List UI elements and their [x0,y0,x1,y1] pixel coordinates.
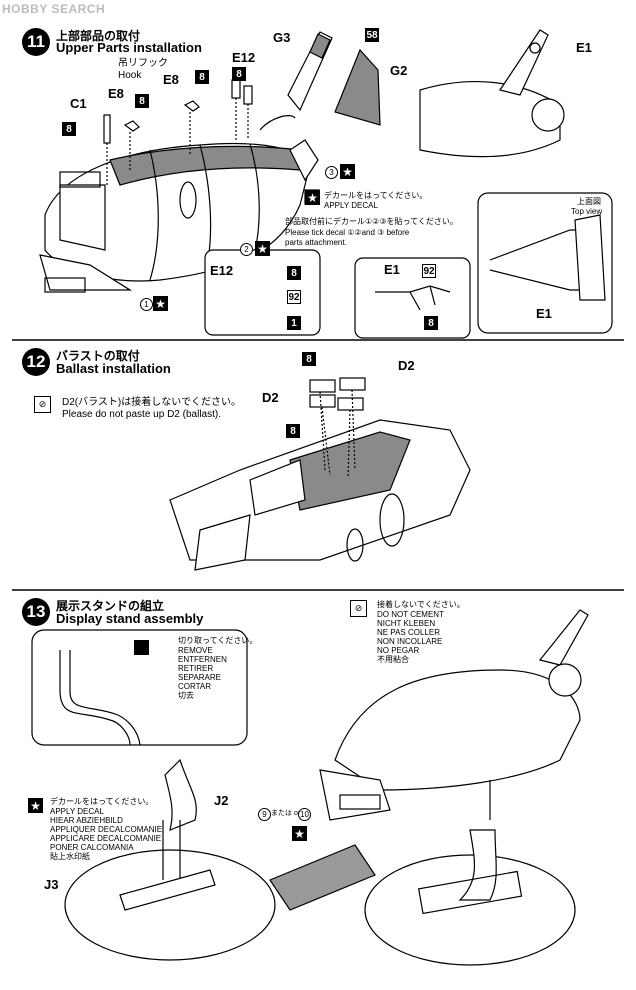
step-number-13: 13 [22,598,50,626]
nocement-lang-2: NE PAS COLLER [377,628,440,637]
decal-callout-1: 1 [140,298,153,311]
nocement-lang-3: NON INCOLLARE [377,637,443,646]
part-label-d2-right: D2 [398,358,415,373]
part-label-e12-top: E12 [232,50,256,65]
part-label-e12-box: E12 [210,263,234,278]
part-label-e1-top: E1 [576,40,592,55]
nocement-jp: 接着しないでください。 [377,600,465,609]
paint-92-e12-box: 92 [287,290,301,304]
ballast-note-jp: D2(バラスト)は接着しないでください。 [62,397,241,408]
decal13-lang-4: PONER CALCOMANIA [50,843,134,852]
cut-note-lang-5: 切去 [178,691,194,700]
hook-label-jp: 吊リフック [118,58,168,69]
paint-8-ballast-left: 8 [286,424,300,438]
step-title-en-11: Upper Parts installation [56,40,202,55]
cut-icon [134,640,149,655]
decal13-lang-2: APPLIQUER DECALCOMANIE [50,825,163,834]
no-cement-icon: ⊘ [350,600,367,617]
tick-note-jp: 部品取付前にデカール①②③を貼ってください。 [285,217,458,226]
paint-1-e12-box: 1 [287,316,301,330]
decal-callout-3: 3 [325,166,338,179]
step-number-11: 11 [22,28,50,56]
step-title-jp-13: 展示スタンドの組立 [56,599,165,613]
cut-note-lang-2: RETIRER [178,664,214,673]
decal13-jp: デカールをはってください。 [50,797,154,806]
paint-8-e8-hook: 8 [135,94,149,108]
nocement-lang-5: 不用粘合 [377,655,409,664]
nocement-lang-0: DO NOT CEMENT [377,610,444,619]
decal-star-step13: ★ [28,798,43,813]
decal13-lang-0: APPLY DECAL [50,807,104,816]
decal-note-jp: デカールをはってください。 [324,191,428,200]
decal-star-choice: ★ [292,826,307,841]
no-glue-icon: ⊘ [34,396,51,413]
nocement-lang-1: NICHT KLEBEN [377,619,436,628]
decal-star-2: ★ [255,241,270,256]
nocement-lang-4: NO PEGAR [377,646,420,655]
part-label-g3: G3 [273,30,291,45]
cut-note-lang-4: CORTAR [178,682,212,691]
part-label-e1-inset: E1 [536,306,552,321]
part-label-e8-hook: E8 [108,86,124,101]
step-number-12: 12 [22,348,50,376]
ballast-note-en: Please do not paste up D2 (ballast). [62,409,221,420]
cut-note-jp: 切り取ってください。 [178,636,258,645]
part-label-j2: J2 [214,793,229,808]
tick-note-en-2: parts attachment. [285,238,347,247]
decal-choice-or: または or [271,810,301,817]
watermark: HOBBY SEARCH [2,2,106,16]
decal-choice-10: 10 [298,808,311,821]
paint-8-ballast-top: 8 [302,352,316,366]
part-label-g2: G2 [390,63,408,78]
decal-star-icon: ★ [305,190,320,205]
paint-8-c1: 8 [62,122,76,136]
paint-8-e12-box: 8 [287,266,301,280]
tick-note-en-1: Please tick decal ①②and ③ before [285,228,410,237]
decal-star-3: ★ [340,164,355,179]
hook-label-en: Hook [118,70,142,81]
part-label-e8-right: E8 [163,72,179,87]
step-title-jp-11: 上部部品の取付 [56,29,141,43]
decal-choice-9: 9 [258,808,271,821]
step-title-en-12: Ballast installation [56,361,171,376]
cut-note-lang-0: REMOVE [178,646,213,655]
paint-92-e1-box: 92 [422,264,436,278]
part-label-c1: C1 [70,96,87,111]
paint-8-e8-right: 8 [195,70,209,84]
step-title-jp-12: バラストの取付 [56,349,140,363]
decal-callout-2: 2 [240,243,253,256]
decal13-lang-5: 貼上水印紙 [50,852,90,861]
top-view-jp: 上面図 [577,197,601,206]
decal-note-en: APPLY DECAL [324,201,378,210]
paint-58: 58 [365,28,379,42]
top-view-en: Top view [571,207,603,216]
decal-star-1: ★ [153,296,168,311]
step-title-en-13: Display stand assembly [56,611,204,626]
decal13-lang-3: APPLICARE DECALCOMANIE [50,834,162,843]
paint-8-e12: 8 [232,67,246,81]
decal13-lang-1: HIEAR ABZIEHBILD [50,816,123,825]
cut-note-lang-1: ENTFERNEN [178,655,227,664]
part-label-j3: J3 [44,877,59,892]
part-label-d2-left: D2 [262,390,279,405]
cut-note-lang-3: SEPARARE [178,673,221,682]
part-label-e1-box: E1 [384,262,400,277]
paint-8-e1-box: 8 [424,316,438,330]
